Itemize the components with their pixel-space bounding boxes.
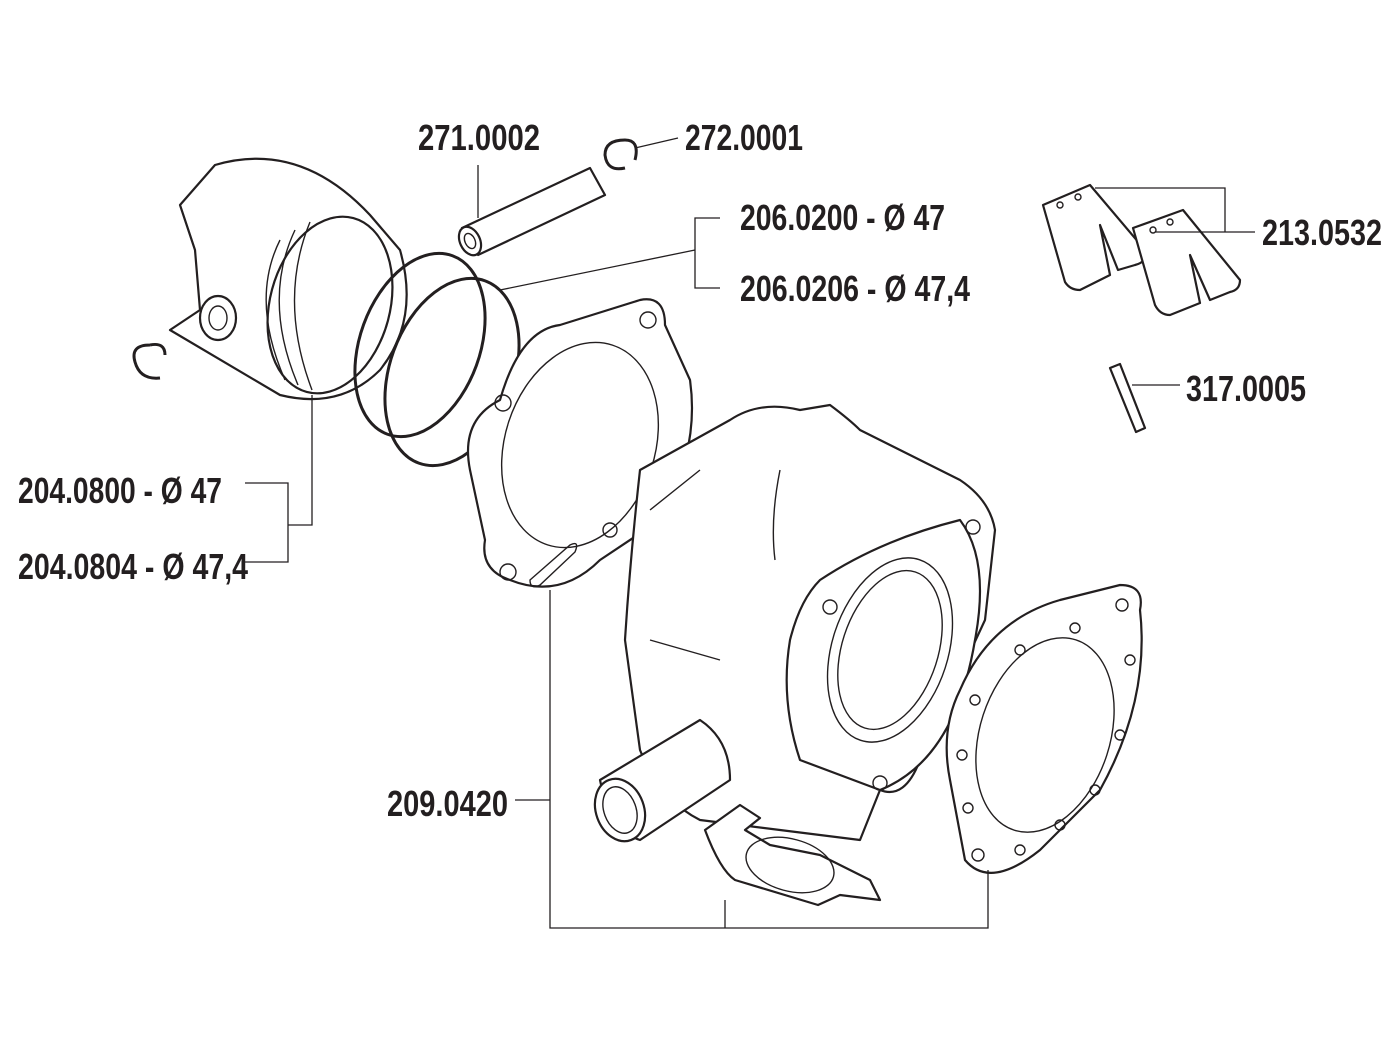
piston [168, 157, 408, 401]
label-rings-47: 206.0200 - Ø 47 [740, 197, 945, 238]
cylinder [593, 403, 997, 843]
label-piston-47: 204.0800 - Ø 47 [18, 470, 222, 511]
label-stud: 317.0005 [1186, 368, 1306, 409]
exhaust-gasket [703, 803, 882, 907]
label-piston-pin: 271.0002 [418, 117, 540, 158]
reed-petals [1041, 183, 1242, 317]
label-rings-47-4: 206.0206 - Ø 47,4 [740, 268, 970, 309]
label-cylinder-kit: 209.0420 [387, 783, 508, 824]
circlip-left [132, 343, 167, 380]
label-piston-47-4: 204.0804 - Ø 47,4 [18, 546, 248, 587]
label-reed-petals: 213.0532 [1262, 212, 1382, 253]
piston-pin [457, 166, 607, 257]
stud [1108, 362, 1147, 434]
head-gasket [945, 583, 1143, 874]
leader-lines [245, 137, 1255, 929]
circlip-right [603, 138, 638, 171]
label-circlip: 272.0001 [685, 117, 803, 158]
